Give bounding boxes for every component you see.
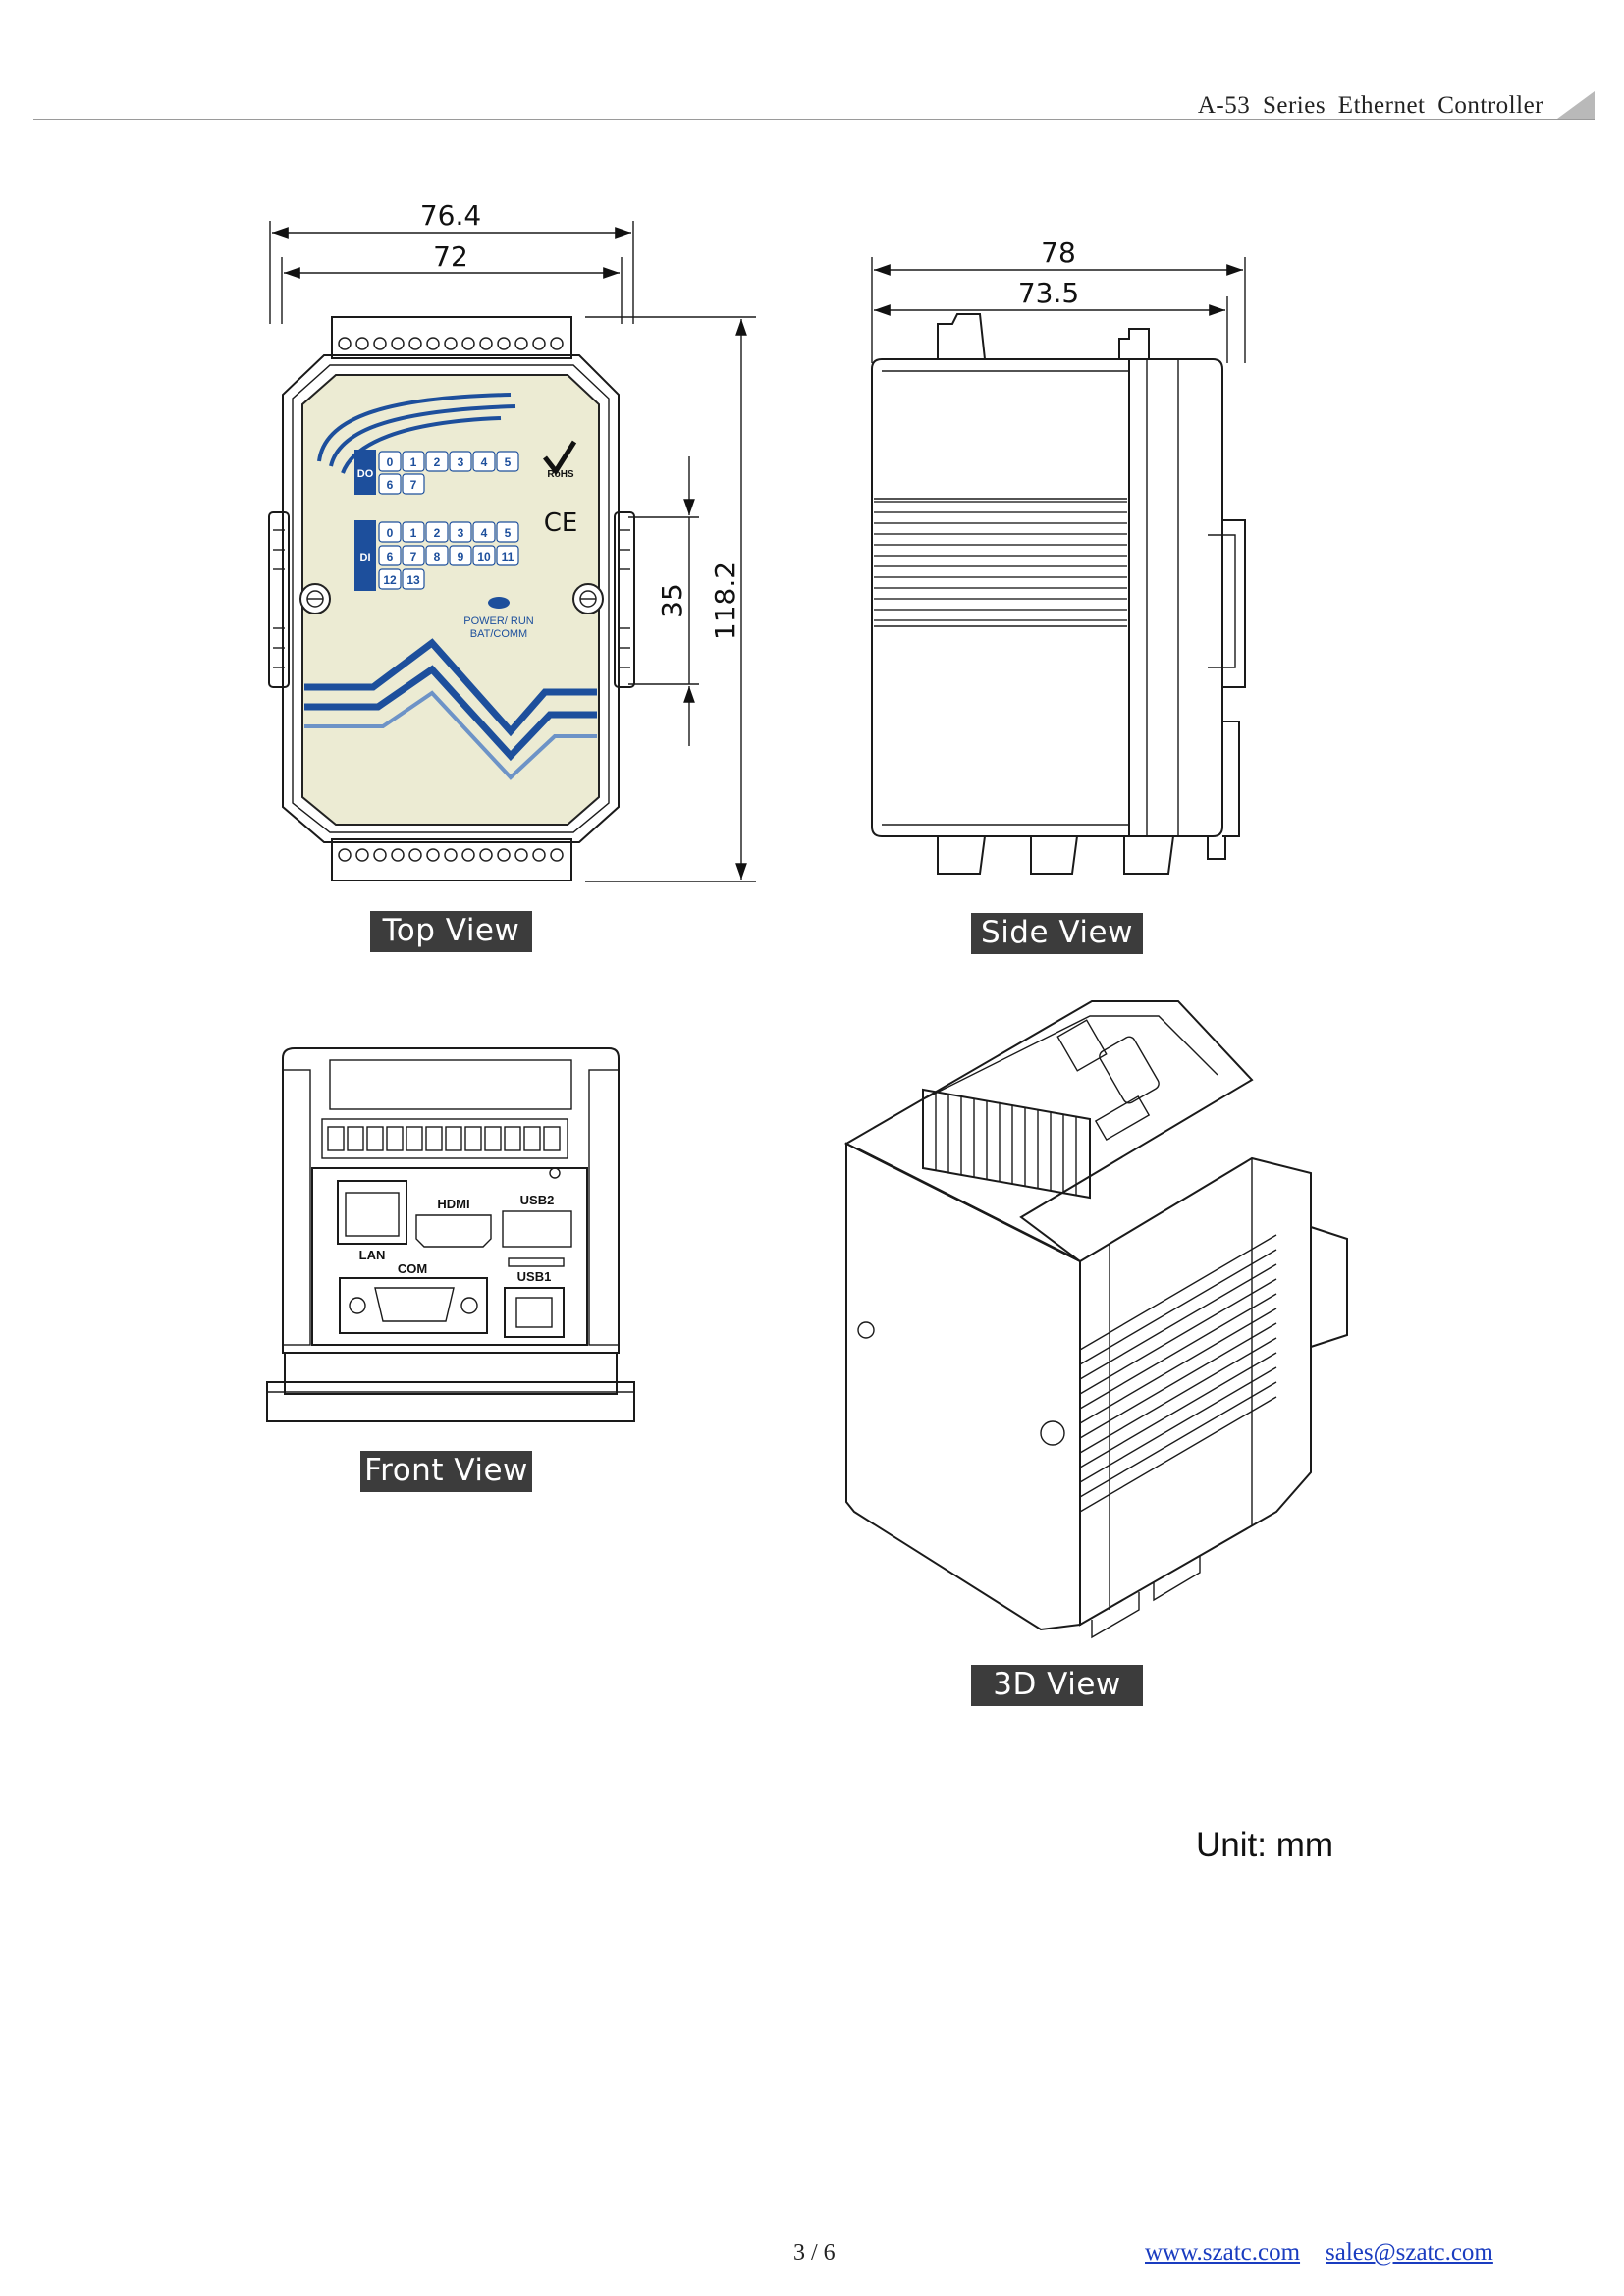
di-channel: 5: [505, 526, 512, 540]
di-channel: 4: [481, 526, 488, 540]
dimension-72: 72: [433, 240, 468, 273]
do-channel: 2: [434, 455, 441, 469]
di-channel: 2: [434, 526, 441, 540]
rohs-check-icon: [543, 440, 577, 476]
di-channel: 7: [410, 550, 417, 563]
port-label-lan: LAN: [359, 1248, 386, 1262]
side-view-drawing: 78 73.5: [871, 237, 1246, 875]
dimension-76-4: 76.4: [420, 199, 481, 232]
top-view-drawing: 76.4 72 118.2 35: [268, 199, 756, 882]
caption-3d-view: 3D View: [971, 1665, 1143, 1706]
com-port-icon: [374, 1287, 455, 1322]
iso-view-drawing: [843, 1000, 1348, 1639]
di-channel: 12: [383, 573, 397, 587]
di-channel: 6: [387, 550, 394, 563]
di-channel: 0: [387, 526, 394, 540]
page-number: 3 / 6: [793, 2240, 836, 2266]
led-label-bat: BAT/COMM: [470, 628, 527, 640]
di-channel: 11: [502, 550, 514, 563]
header-rule: [33, 119, 1595, 120]
status-led-icon: [488, 597, 510, 609]
do-channel: 4: [481, 455, 488, 469]
caption-top-view: Top View: [370, 911, 532, 952]
caption-front-view: Front View: [360, 1451, 532, 1492]
do-channel: 3: [458, 455, 464, 469]
port-label-usb1: USB1: [517, 1269, 552, 1284]
dimension-35: 35: [656, 583, 688, 618]
do-channel: 5: [505, 455, 512, 469]
di-channel: 9: [458, 550, 464, 563]
port-label-usb2: USB2: [520, 1193, 555, 1207]
caption-side-view: Side View: [971, 913, 1143, 954]
do-channel: 7: [410, 478, 417, 492]
ce-mark: CE: [544, 508, 578, 538]
led-label-power: POWER/ RUN: [463, 615, 534, 627]
do-channel: 0: [387, 455, 394, 469]
di-label: DI: [360, 552, 371, 563]
do-channel: 6: [387, 478, 394, 492]
dimension-118-2: 118.2: [709, 561, 741, 640]
do-label: DO: [357, 468, 374, 480]
website-link[interactable]: www.szatc.com: [1145, 2239, 1301, 2266]
usb2-port-icon: [502, 1210, 572, 1248]
hdmi-port-icon: [415, 1214, 492, 1248]
lan-port-icon: [337, 1180, 407, 1245]
header-corner-mark: [1557, 91, 1595, 119]
rohs-label: RoHS: [547, 469, 574, 480]
di-channel: 8: [434, 550, 441, 563]
di-channel: 3: [458, 526, 464, 540]
dimension-78: 78: [1041, 237, 1076, 269]
email-link[interactable]: sales@szatc.com: [1326, 2239, 1493, 2266]
dimension-73-5: 73.5: [1018, 277, 1079, 309]
port-label-hdmi: HDMI: [437, 1197, 469, 1211]
unit-note: Unit: mm: [1196, 1826, 1333, 1864]
di-channel: 1: [410, 526, 417, 540]
port-label-com: COM: [398, 1261, 427, 1276]
do-channel: 1: [410, 455, 417, 469]
usb1-port-icon: [504, 1287, 565, 1338]
di-channel: 13: [406, 573, 420, 587]
document-title: A-53 Series Ethernet Controller: [1197, 92, 1543, 119]
page-header: A-53 Series Ethernet Controller: [33, 84, 1595, 120]
front-view-drawing: LAN HDMI USB2 COM USB1: [266, 1047, 635, 1422]
di-channel: 10: [477, 550, 491, 563]
